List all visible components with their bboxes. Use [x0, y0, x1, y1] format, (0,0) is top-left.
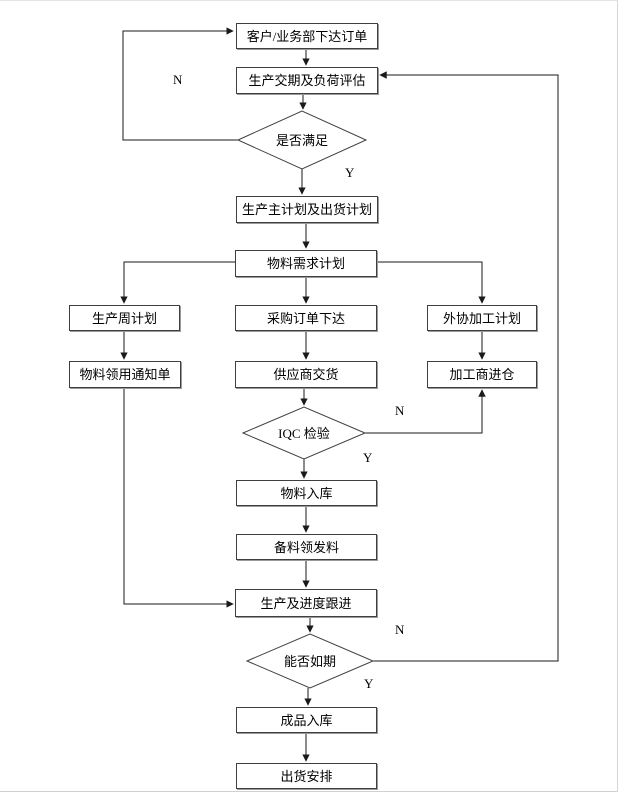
edge-schedule-no-loop: [373, 71, 559, 662]
label-on-schedule-no: N: [395, 622, 405, 637]
decision-iqc-shape: [241, 406, 367, 460]
node-finished-inbound: 成品入库: [236, 707, 377, 733]
edge-iqc-no: [365, 389, 486, 434]
node-production-follow: 生产及进度跟进: [235, 589, 377, 617]
node-shipping: 出货安排: [236, 763, 377, 789]
decision-iqc-label: IQC 检验: [278, 425, 330, 441]
node-po-issue: 采购订单下达: [235, 305, 377, 331]
node-supplier-delivery: 供应商交货: [235, 361, 377, 388]
decision-on-schedule-label: 能否如期: [283, 653, 336, 669]
edge-notice-to-follow: [123, 388, 234, 608]
node-weekly-plan: 生产周计划: [69, 305, 180, 331]
label-satisfy-no: N: [173, 72, 183, 87]
node-customer-order: 客户/业务部下达订单: [236, 23, 378, 49]
node-capacity-eval: 生产交期及负荷评估: [236, 67, 378, 94]
node-processor-inbound: 加工商进仓: [427, 361, 537, 388]
decision-on-schedule-shape: [245, 633, 375, 689]
node-material-inbound: 物料入库: [236, 480, 377, 506]
node-material-prepare: 备料领发料: [236, 534, 377, 560]
edge-satisfy-no-loop: [122, 27, 238, 141]
node-outsource-plan: 外协加工计划: [427, 305, 537, 331]
label-iqc-no: N: [395, 403, 405, 418]
node-mrp: 物料需求计划: [235, 250, 377, 277]
node-master-plan: 生产主计划及出货计划: [236, 196, 378, 223]
label-satisfy-yes: Y: [345, 165, 355, 180]
decision-satisfy-label: 是否满足: [275, 132, 328, 148]
label-on-schedule-yes: Y: [364, 676, 374, 691]
node-material-notice: 物料领用通知单: [69, 361, 181, 388]
edge-mrp-to-weekly: [120, 261, 235, 304]
label-iqc-yes: Y: [363, 450, 373, 465]
edge-mrp-to-outsource: [377, 261, 486, 304]
decision-satisfy-shape: [236, 110, 368, 170]
